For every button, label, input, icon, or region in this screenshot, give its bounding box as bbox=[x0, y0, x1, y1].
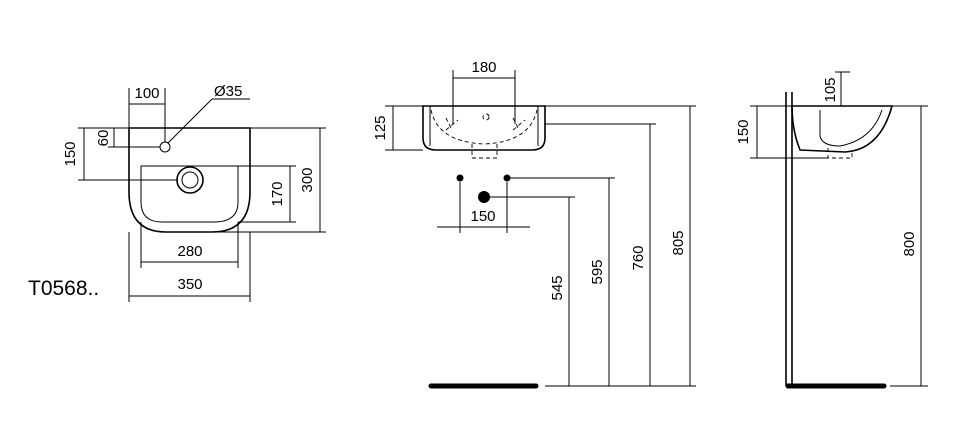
bowl-outline-top bbox=[140, 165, 239, 223]
dim-front-basin-height: 125 bbox=[372, 115, 389, 140]
dim-height-760: 760 bbox=[630, 245, 647, 270]
basin-outline-front bbox=[422, 105, 546, 151]
dim-tap-diameter: Ø35 bbox=[214, 83, 242, 100]
dim-height-595: 595 bbox=[589, 259, 606, 284]
basin-outline-side bbox=[791, 105, 894, 153]
dim-waste-spacing: 150 bbox=[470, 208, 495, 225]
dim-overflow-depth: 105 bbox=[822, 77, 839, 102]
dim-bowl-width: 280 bbox=[177, 243, 202, 260]
dim-back-to-tap: 60 bbox=[95, 130, 112, 147]
dim-back-to-drain: 150 bbox=[62, 141, 79, 166]
dim-side-basin-height: 150 bbox=[735, 119, 752, 144]
tap-hole bbox=[159, 141, 171, 153]
top-view: 100 Ø35 60 150 170 300 280 350 bbox=[28, 83, 326, 302]
dim-tap-offset: 100 bbox=[134, 85, 159, 102]
drain-inner bbox=[181, 171, 199, 189]
front-view: 180 125 150 545 595 760 805 bbox=[372, 59, 696, 389]
dim-height-805: 805 bbox=[670, 230, 687, 255]
wall-fixing-left bbox=[456, 174, 464, 182]
dim-height-545: 545 bbox=[549, 275, 566, 300]
dim-bowl-depth: 170 bbox=[269, 181, 286, 206]
dim-overall-depth: 300 bbox=[299, 167, 316, 192]
dim-bracket-spacing: 180 bbox=[471, 59, 496, 76]
side-view: 105 150 800 bbox=[735, 71, 928, 389]
product-code: T0568.. bbox=[28, 277, 99, 300]
dim-overall-width: 350 bbox=[177, 276, 202, 293]
dim-rim-height: 800 bbox=[901, 231, 918, 256]
drain-outer bbox=[176, 166, 204, 194]
